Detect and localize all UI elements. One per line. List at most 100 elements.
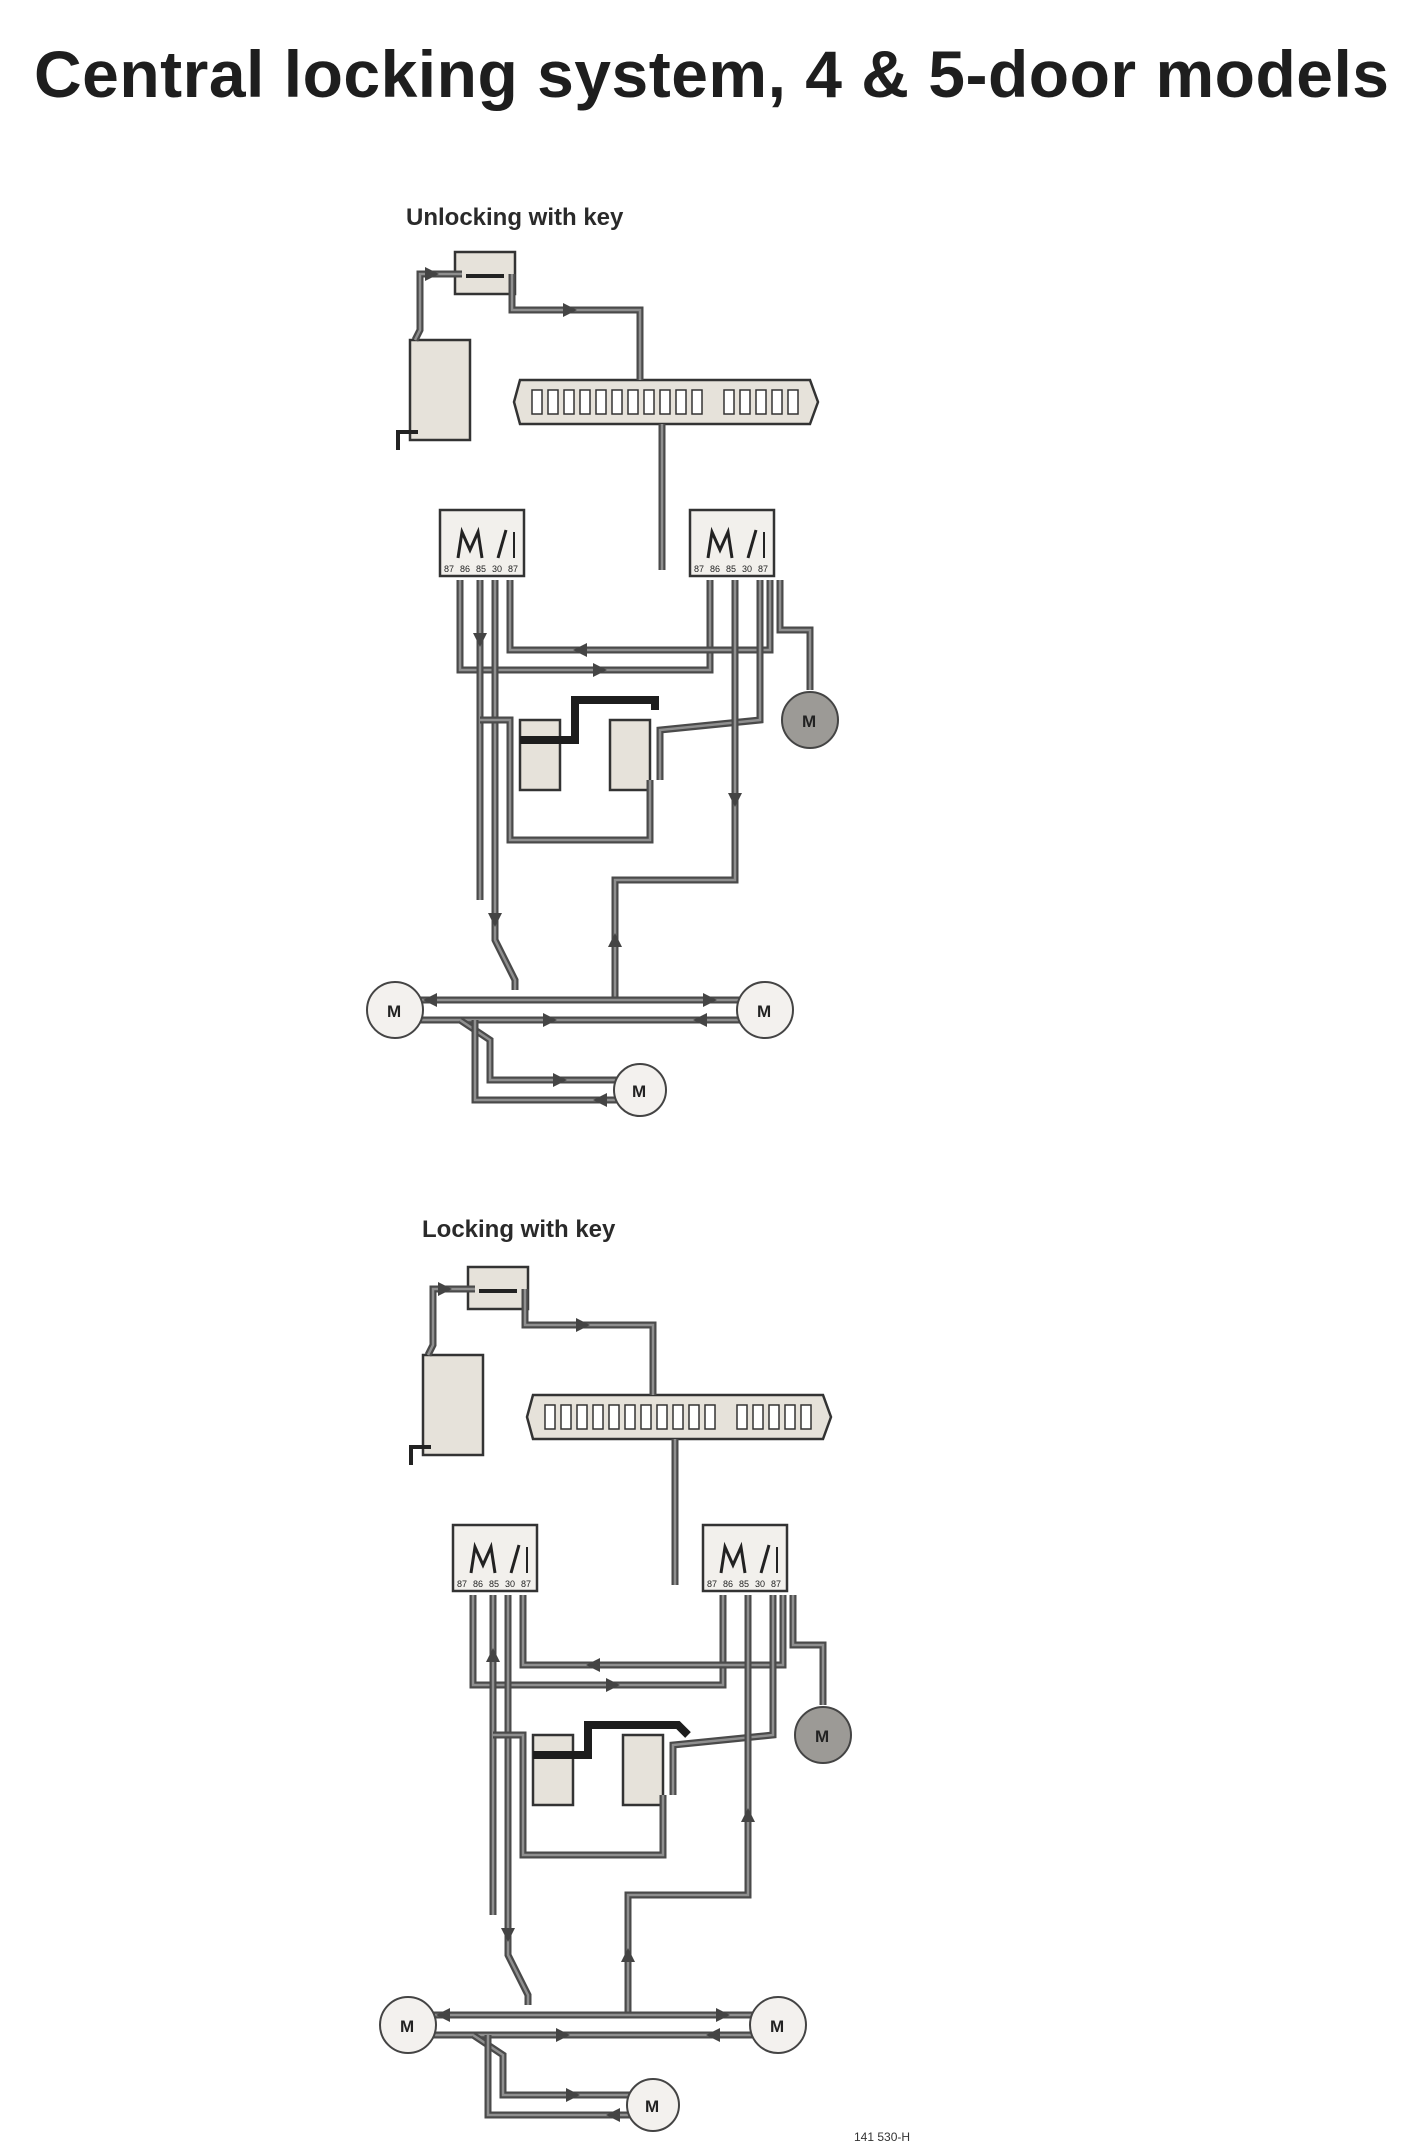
locking-schematic-fuse-box-fuse-0 (544, 1404, 556, 1430)
unlocking-schematic-arrow-13 (608, 933, 622, 947)
unlocking-schematic-relay-right-coil (706, 526, 734, 559)
unlocking-schematic-wire-front-motor (776, 580, 814, 690)
unlocking-schematic-fuse-box-fuse-9 (675, 389, 687, 415)
unlocking-schematic-fuse-box-fuse-14 (755, 389, 767, 415)
locking-schematic-relay-right-pin-0: 87 (707, 1579, 717, 1589)
unlocking-schematic-wire-rear-motor-b (471, 1020, 620, 1104)
locking-schematic-motor-tailgate (626, 2078, 680, 2132)
unlocking-schematic-arrow-3 (593, 663, 607, 677)
locking-schematic-wire-rear-motor-a (471, 2032, 633, 2099)
unlocking-schematic-fuse-box-fuse-3 (579, 389, 591, 415)
unlocking-schematic-relay-left-pin-0: 87 (444, 564, 454, 574)
locking-schematic-wire-relay-loop-b-core (521, 1595, 785, 1667)
locking-schematic-arrow-11 (566, 2088, 580, 2102)
locking-schematic-battery (421, 1353, 485, 1457)
locking-schematic-fuse-box-fuse-7 (656, 1404, 668, 1430)
unlocking-schematic-arrow-4 (573, 643, 587, 657)
locking-schematic-arrow-3 (606, 1678, 620, 1692)
unlocking-schematic-arrow-12 (593, 1093, 607, 1107)
locking-schematic-motor-tailgate-label: M (645, 2097, 659, 2116)
drawing-number: 141 530-H (854, 2130, 911, 2144)
unlocking-schematic-arrow-11 (553, 1073, 567, 1087)
unlocking-schematic-relay-left-coil (456, 526, 484, 559)
locking-schematic-fuse-box-fuse-1 (560, 1404, 572, 1430)
locking-schematic-fuse-box-fuse-2 (576, 1404, 588, 1430)
unlocking-schematic-relay-right-pin-3: 30 (742, 564, 752, 574)
locking-schematic-fuse-box-fuse-6 (640, 1404, 652, 1430)
caption-locking-with-key: Locking with key (422, 1216, 616, 1243)
locking-schematic-wire-rear-motor-b-core (486, 2035, 633, 2117)
locking-schematic-relay-left-coil (469, 1541, 497, 1574)
unlocking-schematic-motor-rear-left-label: M (387, 1002, 401, 1021)
unlocking-schematic-arrow-5 (473, 633, 487, 647)
unlocking-schematic-battery (408, 338, 472, 442)
locking-schematic-relay-right (701, 1523, 789, 1593)
unlocking-schematic-fuse-box-fuse-1 (547, 389, 559, 415)
locking-schematic-fuse-box-fuse-14 (768, 1404, 780, 1430)
locking-schematic-relay-left-pin-1: 86 (473, 1579, 483, 1589)
locking-schematic-fuse-box-fuse-5 (624, 1404, 636, 1430)
locking-schematic-key-switch (466, 1265, 530, 1311)
unlocking-schematic-fuse-box-fuse-16 (787, 389, 799, 415)
locking-schematic-fuse-box-fuse-3 (592, 1404, 604, 1430)
locking-schematic-relay-left-pin-0: 87 (457, 1579, 467, 1589)
unlocking-schematic-fuse-box-fuse-15 (771, 389, 783, 415)
unlocking-schematic-door-switch-left (518, 718, 562, 792)
locking-schematic-motor-rear-left (379, 1996, 437, 2054)
unlocking-schematic-relay-left-pin-3: 30 (492, 564, 502, 574)
locking-schematic-relay-right-contact (759, 1544, 771, 1574)
unlocking-schematic-relay-left (438, 508, 526, 578)
unlocking-schematic-wire-relay-loop-b (506, 580, 774, 654)
unlocking-schematic-wire-rear-motor-a (458, 1017, 620, 1084)
locking-schematic-fuse-box-fuse-15 (784, 1404, 796, 1430)
unlocking-schematic-fuse-box-fuse-4 (595, 389, 607, 415)
unlocking-schematic-motor-front-left (781, 691, 839, 749)
unlocking-schematic-wire-front-down-core (493, 580, 517, 990)
locking-schematic-motor-rear-right-label: M (770, 2017, 784, 2036)
locking-schematic-relay-right-pin-2: 85 (739, 1579, 749, 1589)
unlocking-schematic-relay-left-pin-2: 85 (476, 564, 486, 574)
unlocking-schematic-door-switch-right (608, 718, 652, 792)
locking-schematic-wire-switch-core (671, 1595, 775, 1795)
unlocking-schematic-relay-right-pin-4: 87 (758, 564, 768, 574)
locking-schematic-wire-front-down-core (506, 1595, 530, 2005)
locking-schematic-arrow-10 (706, 2028, 720, 2042)
unlocking-schematic-wire-switch-loop-core (480, 718, 652, 842)
unlocking-schematic-relay-right-contact (746, 529, 758, 559)
unlocking-schematic-motor-front-left-label: M (802, 712, 816, 731)
locking-schematic-relay-right-pin-1: 86 (723, 1579, 733, 1589)
locking-schematic-arrow-6 (501, 1928, 515, 1942)
unlocking-schematic-fuse-box-fuse-8 (659, 389, 671, 415)
unlocking-schematic-arrow-6 (488, 913, 502, 927)
unlocking-schematic-fuse-box-fuse-10 (691, 389, 703, 415)
locking-schematic-relay-left-pin-3: 30 (505, 1579, 515, 1589)
locking-schematic-arrow-1 (438, 1282, 452, 1296)
locking-schematic-relay-right-pin-4: 87 (771, 1579, 781, 1589)
locking-schematic-motor-rear-right (749, 1996, 807, 2054)
locking-schematic-arrow-5 (486, 1648, 500, 1662)
unlocking-schematic-fuse-box-fuse-7 (643, 389, 655, 415)
unlocking-schematic-motor-rear-right (736, 981, 794, 1039)
unlocking-schematic-relay-left-pin-4: 87 (508, 564, 518, 574)
unlocking-schematic-key-switch (453, 250, 517, 296)
unlocking-schematic-relay-right-pin-2: 85 (726, 564, 736, 574)
unlocking-schematic-motor-tailgate-label: M (632, 1082, 646, 1101)
locking-schematic-wire-switch-loop-core (493, 1733, 665, 1857)
unlocking-schematic-wire-rear-motor-a-core (459, 1018, 620, 1082)
unlocking-schematic-motor-rear-right-label: M (757, 1002, 771, 1021)
locking-schematic-door-switch-left (531, 1733, 575, 1807)
caption-unlocking-with-key: Unlocking with key (406, 204, 624, 231)
unlocking-schematic-wire-front-motor-core (778, 580, 812, 690)
unlocking-schematic-relay-left-pin-1: 86 (460, 564, 470, 574)
unlocking-schematic-wire-relay-loop-a-core (458, 580, 712, 672)
unlocking-schematic-wire-switch-core (658, 580, 762, 780)
locking-schematic-wire-relay-loop-a-core (471, 1595, 725, 1687)
unlocking-schematic-arrow-7 (423, 993, 437, 1007)
unlocking-schematic-relay-right-pin-0: 87 (694, 564, 704, 574)
locking-schematic-wire-active (533, 1721, 691, 1759)
locking-schematic-arrow-2 (576, 1318, 590, 1332)
locking-schematic-wire-key-battery-core (426, 1287, 475, 1356)
